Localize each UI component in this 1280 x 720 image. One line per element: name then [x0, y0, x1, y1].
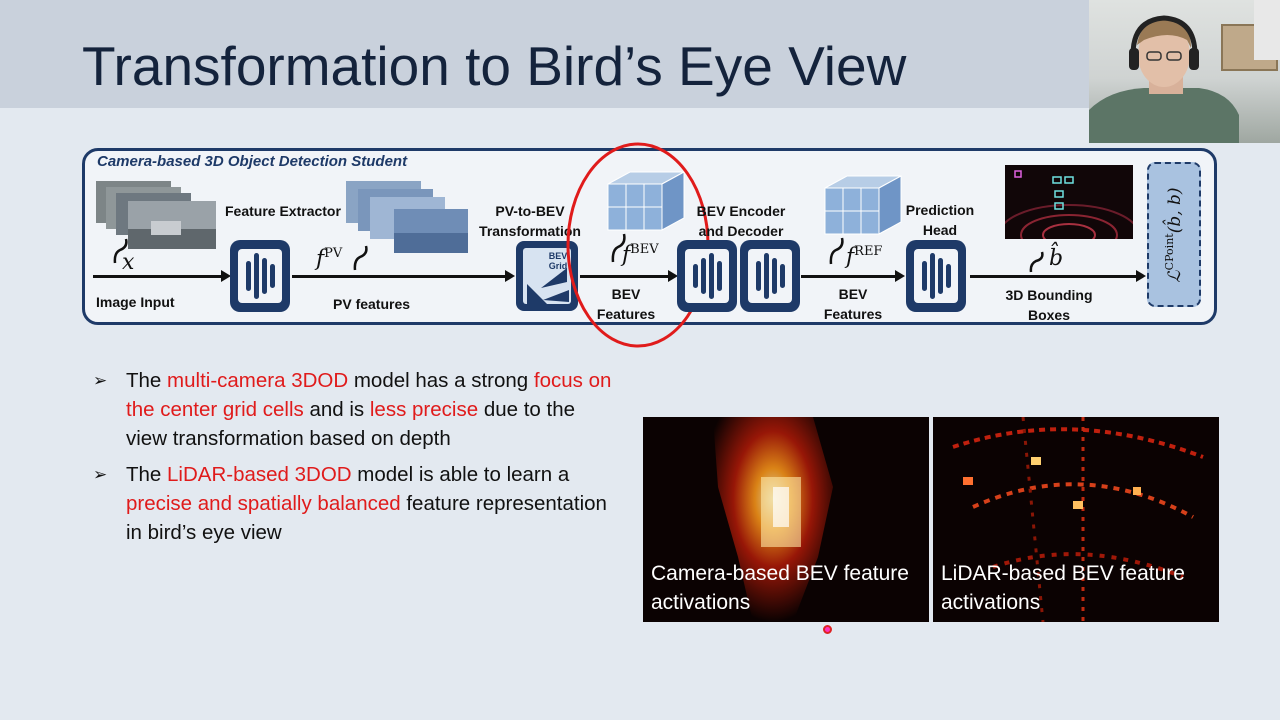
bullet-text: The [126, 369, 168, 392]
bullet-text: model is able to learn a [351, 463, 570, 486]
arrow-5 [970, 270, 1146, 282]
bullet-text: The [126, 463, 168, 486]
math-f-bev: fBEV [622, 242, 659, 267]
feature-extractor-block [230, 240, 290, 312]
bullet-text: model has a strong [348, 369, 534, 392]
label-image-input: Image Input [96, 294, 175, 310]
loss-formula: ℒCPoint(b̂, b) [1163, 187, 1185, 282]
slide-title: Transformation to Bird’s Eye View [82, 35, 907, 97]
arrow-3 [580, 270, 678, 282]
bev-cube-icon [607, 171, 685, 231]
bullet-highlight: less precise [369, 398, 479, 421]
diagram-title: Camera-based 3D Object Detection Student [97, 153, 408, 170]
bullet-highlight: LiDAR-based 3DOD [167, 463, 352, 486]
math-f-bev-base: f [622, 242, 631, 268]
loss-symbol: ℒ [1164, 269, 1185, 283]
camera-heatmap-caption: Camera-based BEV feature activations [651, 562, 909, 614]
math-f-pv-sup: PV [324, 246, 343, 261]
laser-pointer [823, 625, 832, 634]
loss-sup: CPoint [1163, 232, 1177, 270]
math-f-ref-sup: REF [854, 244, 883, 259]
bev-grid-panel: BEV Grid [523, 248, 571, 304]
math-x: x [122, 250, 135, 275]
bullet-highlight: multi-camera 3DOD [167, 369, 349, 392]
bullet-arrow-icon: ➢ [93, 465, 108, 484]
squiggle-arrow-icon [611, 233, 626, 263]
prediction-head-block [906, 240, 966, 312]
loss-args: (b̂, b) [1164, 186, 1185, 233]
bullet-text: feature representation in bird’s eye vie… [126, 492, 607, 544]
squiggle-arrow-icon [353, 245, 368, 271]
math-f-ref-base: f [846, 244, 855, 270]
label-bev-encoder-decoder: BEV Encoder and Decoder [696, 203, 786, 239]
lidar-heatmap-caption: LiDAR-based BEV feature activations [941, 562, 1185, 614]
bev-encoder-block [677, 240, 737, 312]
label-bounding-boxes: 3D Bounding Boxes [1005, 287, 1093, 323]
label-feature-extractor: Feature Extractor [225, 203, 341, 219]
bullet-text: due to the view transformation based on … [126, 398, 576, 450]
squiggle-arrow-icon [829, 237, 844, 265]
label-pv-to-bev: PV-to-BEV Transformation [479, 203, 581, 239]
bullet-item: ➢ The LiDAR-based 3DOD model is able to … [93, 460, 613, 547]
arrow-2 [292, 270, 515, 282]
bev-cube-icon [824, 175, 902, 235]
bullet-item: ➢ The multi-camera 3DOD model has a stro… [93, 366, 613, 453]
label-bev-features-1: BEV Features [596, 286, 656, 322]
label-pv-features: PV features [333, 296, 411, 312]
label-prediction-head: Prediction Head [905, 202, 975, 238]
presenter-figure [1089, 0, 1280, 143]
bullet-text: and is [303, 398, 370, 421]
arrow-4 [801, 270, 905, 282]
bev-grid-icon [527, 268, 569, 304]
bullet-arrow-icon: ➢ [93, 371, 108, 390]
lidar-points-graphic [1005, 170, 1133, 239]
loss-box: ℒCPoint(b̂, b) [1147, 162, 1201, 307]
webcam-video [1089, 0, 1280, 143]
camera-activation-graphic [713, 417, 833, 622]
bullet-highlight: precise and spatially balanced [126, 492, 401, 515]
input-images-icon [96, 181, 216, 249]
math-f-ref: fREF [846, 244, 882, 269]
math-f-pv-base: f [316, 246, 325, 272]
arrow-1 [93, 270, 231, 282]
lidar-output-image [1005, 165, 1133, 239]
lidar-heatmap: LiDAR-based BEV feature activations [933, 417, 1219, 622]
title-bar [0, 0, 1090, 108]
pv-images-icon [346, 181, 468, 253]
lidar-activation-graphic [952, 417, 1204, 622]
bullet-highlight: focus on the center grid cells [126, 369, 612, 421]
bullet-list: ➢ The multi-camera 3DOD model has a stro… [93, 366, 613, 554]
squiggle-arrow-icon [113, 238, 128, 264]
math-b-hat: b̂ [1049, 246, 1064, 271]
math-f-pv: fPV [316, 246, 342, 271]
squiggle-arrow-icon [1029, 251, 1044, 273]
bev-grid-label: BEV Grid [548, 251, 568, 271]
label-bev-features-2: BEV Features [823, 286, 883, 322]
camera-heatmap: Camera-based BEV feature activations [643, 417, 929, 622]
math-f-bev-sup: BEV [630, 242, 659, 257]
bev-decoder-block [740, 240, 800, 312]
pv-to-bev-block: BEV Grid [516, 241, 578, 311]
